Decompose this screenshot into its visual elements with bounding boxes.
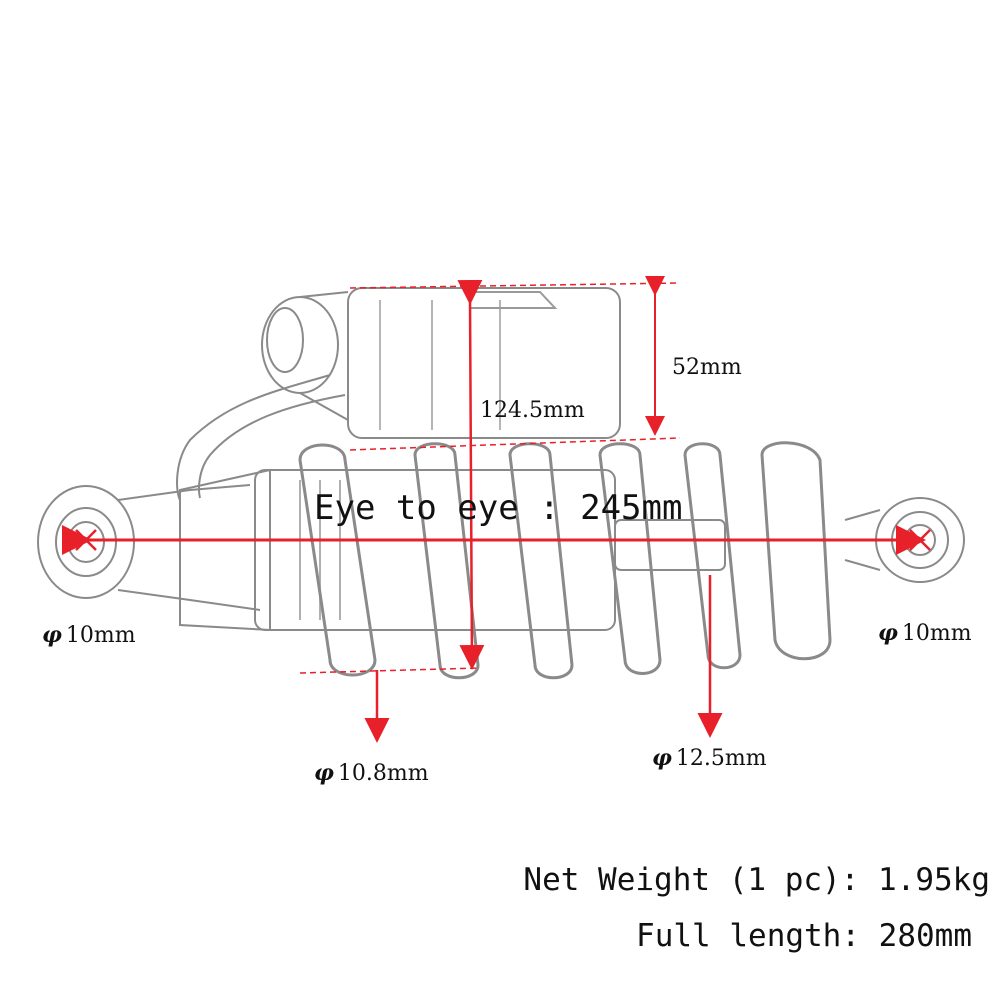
net-weight-spec: Net Weight (1 pc): 1.95kg [523, 862, 990, 898]
right-eye-value: 10mm [901, 621, 972, 646]
phi-symbol: φ [652, 745, 672, 771]
spring-coils [298, 441, 832, 680]
dimension-guides [299, 282, 681, 674]
phi-symbol: φ [878, 620, 898, 646]
phi-symbol: φ [314, 760, 334, 786]
spring-wire-value: 10.8mm [337, 761, 429, 786]
full-length-spec: Full length: 280mm [636, 918, 972, 954]
left-eye-value: 10mm [65, 623, 136, 648]
left-eye-mount [37, 484, 261, 611]
total-height-label: 124.5mm [480, 398, 585, 423]
eye-to-eye-label: Eye to eye : 245mm [314, 488, 683, 528]
reservoir-height-label: 52mm [672, 355, 742, 380]
shaft-value: 12.5mm [675, 746, 767, 771]
phi-symbol: φ [42, 622, 62, 648]
right-eye-cross [909, 529, 931, 551]
left-eye-cross [75, 529, 97, 551]
reservoir [176, 287, 621, 501]
total-height-arrow [457, 279, 485, 670]
